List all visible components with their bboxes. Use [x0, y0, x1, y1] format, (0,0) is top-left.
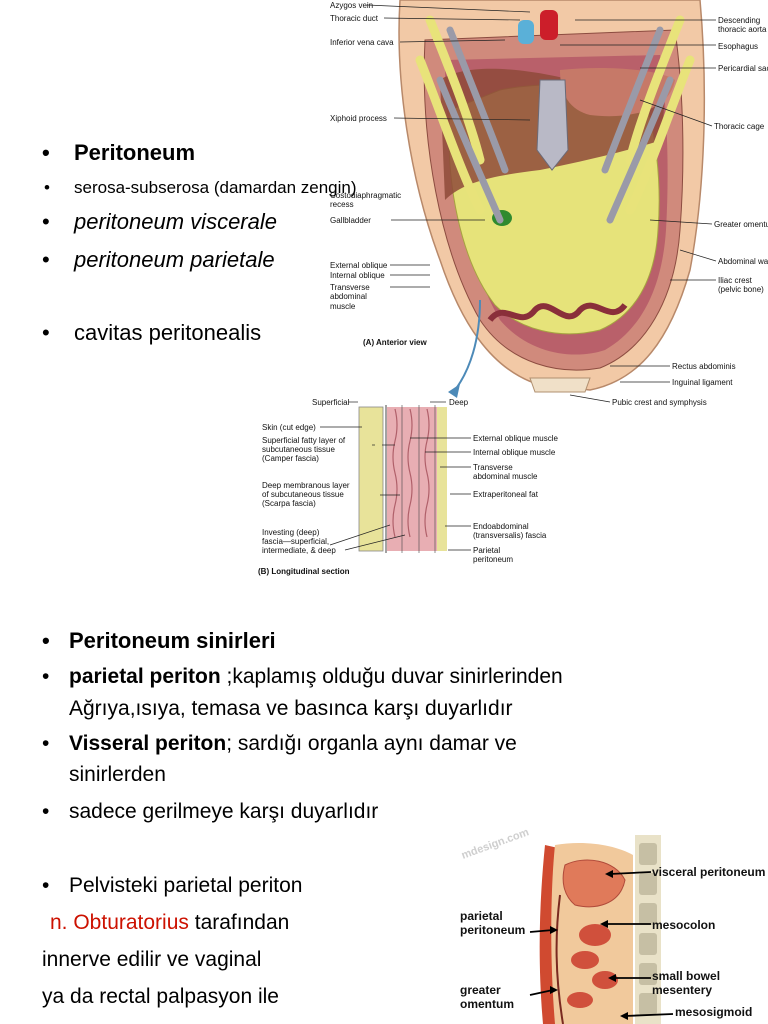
line-text: innerve edilir ve vaginal — [42, 948, 262, 971]
caption-anterior-view: (A) Anterior view — [363, 338, 427, 347]
label-xiphoid: Xiphoid process — [330, 114, 387, 123]
label-greater-c: greater — [460, 983, 501, 997]
label-investing: Investing (deep) — [262, 528, 320, 537]
label-parietal: Parietal — [473, 546, 501, 555]
label-deep-membranous: Deep membranous layer — [262, 481, 350, 490]
bullet-dot: • — [42, 665, 50, 688]
label-transverse: Transverse — [330, 283, 370, 292]
figure-c-arrows — [529, 870, 674, 1020]
bullet-text: sinirlerden — [69, 763, 166, 786]
longitudinal-section-illustration — [358, 405, 447, 553]
label-peritoneum-c: peritoneum — [460, 923, 526, 937]
label-external-oblique-muscle: External oblique muscle — [473, 434, 558, 443]
bullet-text: Peritoneum sinirleri — [69, 628, 276, 653]
label-subcutaneous: subcutaneous tissue — [262, 445, 335, 454]
label-greater-omentum: Greater omentum — [714, 220, 768, 229]
line-text: tarafından — [188, 911, 290, 934]
bullet-text: sadece gerilmeye karşı duyarlıdır — [69, 800, 379, 823]
bullet-text: ;kaplamış olduğu duvar sinirlerinden — [220, 665, 563, 688]
bullet-dot: • — [42, 874, 50, 897]
label-recess: recess — [330, 200, 354, 209]
label-fascia-superficial: fascia—superficial, — [262, 537, 330, 546]
label-mesosigmoid: mesosigmoid — [675, 1005, 753, 1019]
label-muscle: muscle — [330, 302, 356, 311]
label-mesentery: mesentery — [652, 983, 713, 997]
label-pelvic-bone: (pelvic bone) — [718, 285, 764, 294]
label-thoracic-aorta: thoracic aorta — [718, 25, 767, 34]
label-iliac-crest: Iliac crest — [718, 276, 752, 285]
label-transverse-b: Transverse — [473, 463, 513, 472]
bullet-dot: • — [44, 178, 50, 197]
label-costodiaphragmatic: Costodiaphragmatic — [330, 191, 402, 200]
label-thoracic-duct: Thoracic duct — [330, 14, 379, 23]
figure-b-leader-lines — [320, 401, 471, 551]
label-small-bowel: small bowel — [652, 969, 721, 983]
label-external-oblique: External oblique — [330, 261, 388, 270]
label-internal-oblique-muscle: Internal oblique muscle — [473, 448, 556, 457]
label-scarpa: (Scarpa fascia) — [262, 499, 316, 508]
label-skin: Skin (cut edge) — [262, 423, 316, 432]
label-deep: Deep — [449, 398, 469, 407]
label-subcutaneous-2: of subcutaneous tissue — [262, 490, 344, 499]
bullet-dot: • — [42, 628, 50, 653]
label-rectus-abdominis: Rectus abdominis — [672, 362, 736, 371]
red-term: n. Obturatorius — [50, 911, 189, 934]
bullet-dot: • — [42, 140, 50, 165]
bullet-parietal-line2: Ağrıya,ısıya, temasa ve basınca karşı du… — [69, 697, 513, 721]
label-parietal-peritoneum: peritoneum — [473, 555, 514, 564]
label-intermediate-deep: intermediate, & deep — [262, 546, 336, 555]
line-obturatorius: n. Obturatorius tarafından — [50, 911, 289, 935]
bullet-text: peritoneum viscerale — [74, 209, 277, 234]
bullet-text: cavitas peritonealis — [74, 320, 262, 345]
bullet-text: serosa-subserosa (damardan zengin) — [74, 178, 357, 197]
label-inferior-vena-cava: Inferior vena cava — [330, 38, 394, 47]
label-omentum-c: omentum — [460, 997, 514, 1011]
label-descending: Descending — [718, 16, 761, 25]
bullet-text: ; sardığı organla aynı damar ve — [226, 732, 517, 755]
label-superficial-fatty: Superficial fatty layer of — [262, 436, 346, 445]
bullet-text: Pelvisteki parietal periton — [69, 874, 303, 897]
label-camper: (Camper fascia) — [262, 454, 319, 463]
label-visceral-peritoneum: visceral peritoneum — [652, 865, 766, 879]
line-text: ya da rectal palpasyon ile — [42, 985, 279, 1008]
bullet-dot: • — [42, 732, 50, 755]
line-innerve: innerve edilir ve vaginal — [42, 948, 261, 972]
bullet-text: Ağrıya,ısıya, temasa ve basınca karşı du… — [69, 697, 513, 720]
bullet-dot: • — [42, 320, 50, 345]
label-parietal-c: parietal — [460, 909, 503, 923]
bullet-text: Peritoneum — [74, 140, 196, 165]
label-internal-oblique: Internal oblique — [330, 271, 385, 280]
label-transversalis: (transversalis) fascia — [473, 531, 547, 540]
label-esophagus: Esophagus — [718, 42, 759, 51]
label-gallbladder: Gallbladder — [330, 216, 371, 225]
label-inguinal-ligament: Inguinal ligament — [672, 378, 733, 387]
label-extraperitoneal-fat: Extraperitoneal fat — [473, 490, 538, 499]
bullet-visseral-line2: sinirlerden — [69, 763, 166, 787]
label-azygos-vein: Azygos vein — [330, 1, 374, 10]
label-mesocolon: mesocolon — [652, 918, 716, 932]
label-pericardial-sac: Pericardial sac — [718, 64, 768, 73]
bullet-dot: • — [42, 247, 50, 272]
caption-longitudinal: (B) Longitudinal section — [258, 567, 350, 576]
peritoneum-section-illustration — [455, 835, 768, 1024]
label-pubic-crest: Pubic crest and symphysis — [612, 398, 707, 407]
label-thoracic-cage: Thoracic cage — [714, 122, 765, 131]
bullet-dot: • — [42, 209, 50, 234]
label-abdominal-wall: Abdominal wall — [718, 257, 768, 266]
anterior-view-illustration — [398, 0, 706, 398]
label-abdominal-muscle: abdominal muscle — [473, 472, 538, 481]
bold-term: Visseral periton — [69, 732, 227, 755]
bullet-text: peritoneum parietale — [74, 247, 275, 272]
line-rectal: ya da rectal palpasyon ile — [42, 985, 279, 1009]
bold-term: parietal periton — [69, 665, 221, 688]
bullet-dot: • — [42, 800, 50, 823]
label-superficial: Superficial — [312, 398, 350, 407]
label-abdominal: abdominal — [330, 292, 367, 301]
label-endoabdominal: Endoabdominal — [473, 522, 529, 531]
figure-a-leader-lines — [366, 4, 717, 403]
